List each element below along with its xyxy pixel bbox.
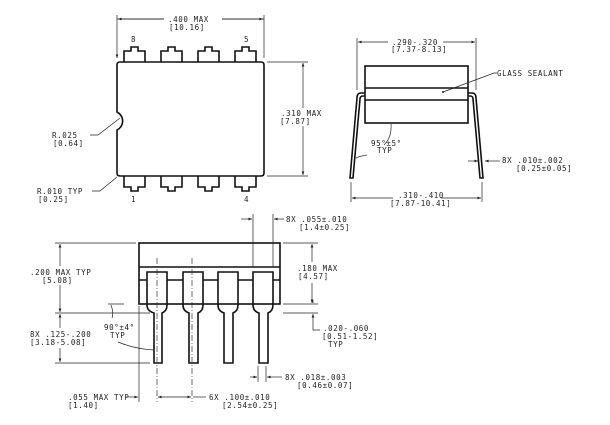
lead-length-dim-metric: [3.18-5.08] bbox=[30, 338, 86, 347]
shoulder-width-dim: 8X .055±.010 bbox=[286, 215, 347, 224]
bottom-pins bbox=[123, 176, 257, 192]
lead-span-dim-metric: [7.87-10.41] bbox=[390, 199, 451, 208]
pin-label-8: 8 bbox=[131, 35, 136, 44]
lead-thickness: 8X .010±.002 bbox=[502, 156, 563, 165]
package-body-outline bbox=[116, 61, 265, 177]
standoff-dim-metric: [0.51-1.52] bbox=[322, 332, 378, 341]
width-dim-metric: [10.16] bbox=[169, 23, 205, 32]
lead-width-dim-metric: [0.46±0.07] bbox=[297, 381, 353, 390]
top-pins bbox=[123, 46, 257, 62]
lead-angle: 95°±5° bbox=[371, 139, 402, 148]
lead-bend-angle-typ: TYP bbox=[110, 331, 125, 340]
total-height-dim: .200 MAX TYP bbox=[30, 268, 91, 277]
lead-span-dim: .310-.410 bbox=[398, 191, 444, 200]
height-dim-metric: [7.87] bbox=[280, 117, 311, 126]
pitch-dim: 6X .100±.010 bbox=[209, 393, 270, 402]
front-body bbox=[138, 242, 281, 305]
pin-label-5: 5 bbox=[244, 35, 249, 44]
glass-sealant-label: GLASS SEALANT bbox=[497, 69, 564, 78]
top-width-dim-metric: [7.37-8.13] bbox=[391, 45, 447, 54]
standoff-typ: TYP bbox=[328, 340, 343, 349]
lead-thickness-metric: [0.25±0.05] bbox=[516, 164, 572, 173]
right-lead bbox=[468, 92, 484, 179]
lead-angle-typ: TYP bbox=[377, 146, 392, 155]
pitch-dim-metric: [2.54±0.25] bbox=[222, 401, 278, 410]
top-view: 8 5 1 4 .400 MAX [10.16] .310 MAX [7.87]… bbox=[37, 15, 322, 204]
height-dim: .310 MAX bbox=[281, 109, 322, 118]
side-body bbox=[364, 65, 469, 124]
pin-label-1: 1 bbox=[131, 195, 136, 204]
total-height-dim-metric: [5.08] bbox=[42, 276, 73, 285]
notch-radius-metric: [0.64] bbox=[53, 139, 84, 148]
corner-radius-metric: [0.25] bbox=[38, 195, 69, 204]
top-width-dim: .290-.320 bbox=[392, 38, 438, 47]
end-offset-dim-metric: [1.40] bbox=[68, 401, 99, 410]
standoff-dim: .020-.060 bbox=[323, 324, 369, 333]
shoulder-width-dim-metric: [1.4±0.25] bbox=[299, 223, 350, 232]
width-dim: .400 MAX bbox=[168, 15, 209, 24]
body-height-dim: .180 MAX bbox=[297, 264, 338, 273]
body-height-dim-metric: [4.57] bbox=[298, 272, 329, 281]
side-view: .290-.320 [7.37-8.13] .310-.410 [7.87-10… bbox=[349, 38, 572, 208]
corner-radius: R.010 TYP bbox=[37, 187, 83, 196]
lead-width-dim: 8X .018±.003 bbox=[285, 373, 346, 382]
pin-label-4: 4 bbox=[244, 195, 249, 204]
left-lead bbox=[349, 92, 365, 179]
lead-length-dim: 8X .125-.200 bbox=[30, 330, 91, 339]
front-view: .200 MAX TYP [5.08] 8X .125-.200 [3.18-5… bbox=[30, 214, 378, 410]
front-leads bbox=[146, 271, 274, 364]
notch-radius: R.025 bbox=[52, 131, 78, 140]
end-offset-dim: .055 MAX TYP bbox=[68, 393, 129, 402]
lead-bend-angle: 90°±4° bbox=[104, 323, 135, 332]
